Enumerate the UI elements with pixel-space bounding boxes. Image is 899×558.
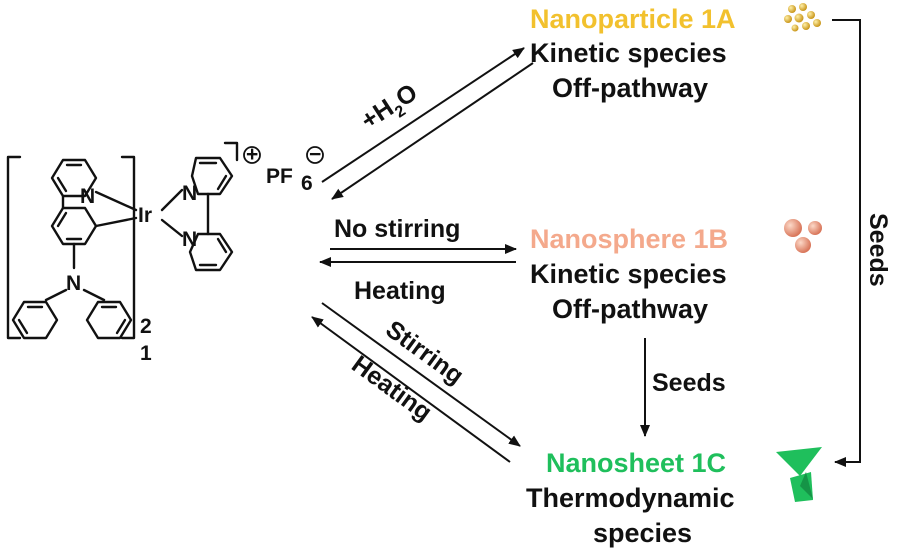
species-nanosheet: Nanosheet 1C Thermodynamic species (526, 447, 822, 548)
heating-label-middle: Heating (354, 277, 446, 305)
phenyl-ring-left (11, 300, 59, 340)
minus-charge-circle (306, 146, 324, 164)
water-label: +H2O (356, 78, 425, 139)
nanosheet-line2: species (593, 518, 692, 548)
minus-sign: − (309, 143, 321, 166)
nanoparticle-title: Nanoparticle 1A (530, 4, 736, 34)
arrow-from-nanoparticle (331, 62, 534, 200)
nanosphere-line2: Off-pathway (552, 294, 708, 324)
nanosphere-title: Nanosphere 1B (530, 224, 728, 254)
species-nanoparticle: Nanoparticle 1A Kinetic species Off-path… (530, 3, 821, 103)
nanosheet-title: Nanosheet 1C (546, 448, 726, 478)
arrow-to-nanosheet (321, 302, 521, 447)
left-bracket (6, 155, 22, 340)
green-sheets-icon (776, 447, 822, 502)
plus-sign: + (246, 143, 258, 166)
phenyl-ring-right (85, 300, 133, 340)
right-bracket (120, 155, 136, 340)
iridium-atom: Ir (138, 204, 152, 227)
pyridine-ring (50, 158, 98, 198)
reaction-arrows: +H2O No stirring Heating Stirring Heatin… (311, 19, 892, 467)
compound-number: 1 (140, 342, 152, 365)
phenylene-ring (50, 206, 98, 246)
plus-charge-circle (243, 146, 261, 164)
nanoparticle-line1: Kinetic species (530, 38, 727, 68)
bipyridine-ring-upper (190, 156, 234, 196)
spheres-icon (784, 219, 822, 253)
seeds-label-right: Seeds (864, 213, 892, 287)
counter-anion-label: PF (266, 165, 293, 188)
bipyridine-nitrogen-upper: N (182, 182, 197, 205)
nitrogen-atom: N (80, 185, 95, 208)
species-nanosphere: Nanosphere 1B Kinetic species Off-pathwa… (530, 219, 822, 324)
no-stirring-label: No stirring (334, 215, 460, 243)
cation-bracket (223, 141, 239, 162)
seeds-label-vertical: Seeds (652, 369, 726, 397)
arrow-from-nanosheet (311, 316, 511, 463)
arrow-seeds-right (832, 19, 861, 467)
amine-nitrogen: N (66, 272, 81, 295)
arrow-to-nanoparticle (321, 47, 525, 183)
counter-anion-subscript: 6 (301, 172, 313, 195)
iridium-complex-structure: N Ir N N N (6, 141, 324, 365)
bipyridine-ring-lower (188, 232, 234, 272)
nanoparticle-line2: Off-pathway (552, 73, 708, 103)
ligand-count-subscript: 2 (140, 315, 152, 338)
nanosphere-line1: Kinetic species (530, 259, 727, 289)
gold-dots-icon (784, 3, 821, 32)
nanosheet-line1: Thermodynamic (526, 483, 735, 513)
